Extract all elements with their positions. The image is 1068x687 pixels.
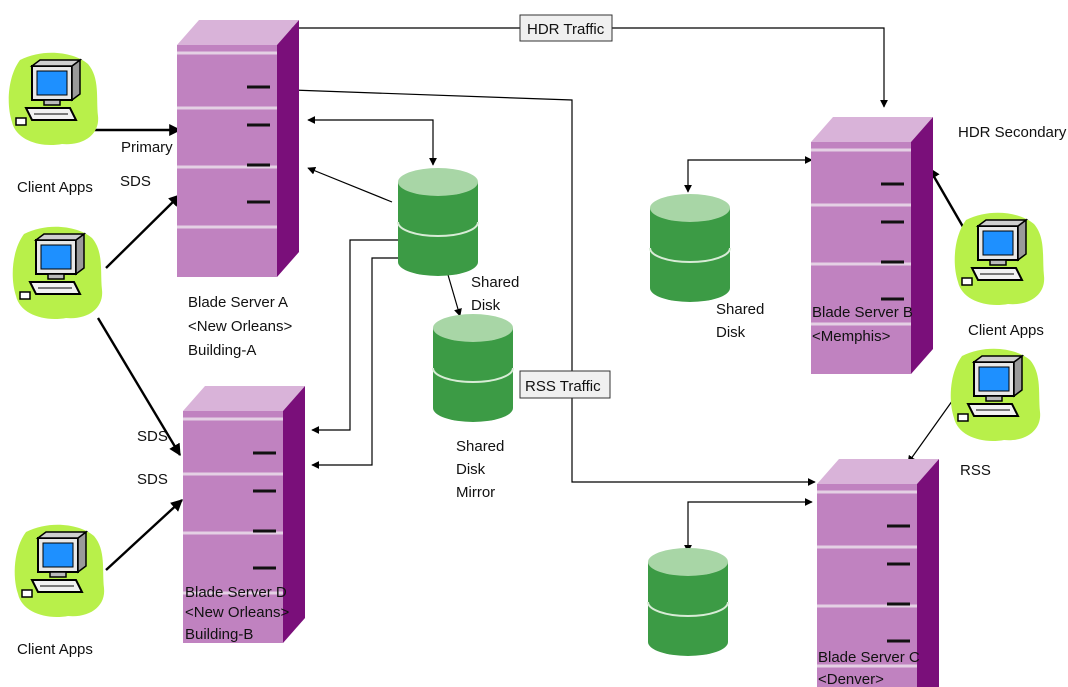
svg-text:HDR Traffic: HDR Traffic xyxy=(527,21,605,38)
svg-text:<Denver>: <Denver> xyxy=(818,671,884,687)
server-c-caption: Blade Server C <Denver> xyxy=(818,649,920,687)
client-apps-label-2: Client Apps xyxy=(17,641,93,658)
server-d-caption: Blade Server D <New Orleans> Building-B xyxy=(185,584,289,643)
primary-role-label: Primary xyxy=(121,139,173,156)
hdr-traffic-label: HDR Traffic xyxy=(519,14,613,42)
svg-text:Blade Server B: Blade Server B xyxy=(812,304,913,321)
svg-text:Blade Server A: Blade Server A xyxy=(188,294,288,311)
shared-disk-icon xyxy=(397,167,479,277)
disk-to-server-d-line-1 xyxy=(311,239,400,434)
client-computer-icon xyxy=(953,211,1046,307)
disk-to-server-a-line xyxy=(307,166,393,203)
server-c-disk-icon xyxy=(647,547,729,657)
sds-role-label-a: SDS xyxy=(120,173,151,190)
svg-text:Shared: Shared xyxy=(456,438,504,455)
disk-to-server-d-line-2 xyxy=(311,257,405,469)
client-computer-icon xyxy=(11,225,104,321)
disk-to-mirror-line xyxy=(445,267,462,317)
shared-disk-right-caption: Shared Disk xyxy=(716,301,764,341)
rss-traffic-label: RSS Traffic xyxy=(519,370,611,399)
rss-role-label: RSS xyxy=(960,462,991,479)
server-a-icon xyxy=(175,18,301,279)
hdr-secondary-label: HDR Secondary xyxy=(958,124,1067,141)
svg-text:<New Orleans>: <New Orleans> xyxy=(188,318,292,335)
shared-disk-mirror-caption: Shared Disk Mirror xyxy=(456,438,504,501)
svg-text:<New Orleans>: <New Orleans> xyxy=(185,604,289,621)
client-to-server-d-sds-2 xyxy=(105,499,183,571)
shared-disk-mirror-icon xyxy=(432,313,514,423)
svg-text:Blade Server C: Blade Server C xyxy=(818,649,920,666)
sds-role-label-d2: SDS xyxy=(137,471,168,488)
svg-text:Building-B: Building-B xyxy=(185,626,253,643)
client-to-server-d-sds-1 xyxy=(96,317,182,457)
server-b-caption: Blade Server B <Memphis> xyxy=(812,304,913,345)
svg-text:Disk: Disk xyxy=(456,461,486,478)
server-a-disk-link xyxy=(307,116,437,166)
client-to-server-b-line xyxy=(927,166,968,233)
svg-text:Blade Server D: Blade Server D xyxy=(185,584,287,601)
svg-text:RSS Traffic: RSS Traffic xyxy=(525,378,601,395)
client-computer-icon xyxy=(13,523,106,619)
client-apps-label-3: Client Apps xyxy=(968,322,1044,339)
svg-text:Shared: Shared xyxy=(716,301,764,318)
server-b-disk-link xyxy=(684,156,813,193)
client-computer-icon xyxy=(949,347,1042,443)
client-computer-icon xyxy=(7,51,100,147)
svg-text:Shared: Shared xyxy=(471,274,519,291)
client-apps-label-1: Client Apps xyxy=(17,179,93,196)
svg-text:Disk: Disk xyxy=(716,324,746,341)
shared-disk-caption: Shared Disk xyxy=(471,274,519,314)
svg-text:Mirror: Mirror xyxy=(456,484,495,501)
server-a-caption: Blade Server A <New Orleans> Building-A xyxy=(188,294,292,359)
shared-disk-right-icon xyxy=(649,193,731,303)
rss-traffic-line xyxy=(291,89,816,486)
svg-text:Building-A: Building-A xyxy=(188,342,256,359)
svg-text:<Memphis>: <Memphis> xyxy=(812,328,891,345)
server-c-disk-link xyxy=(684,498,813,553)
sds-role-label-d1: SDS xyxy=(137,428,168,445)
client-to-server-a-sds xyxy=(105,194,181,269)
svg-text:Disk: Disk xyxy=(471,297,501,314)
